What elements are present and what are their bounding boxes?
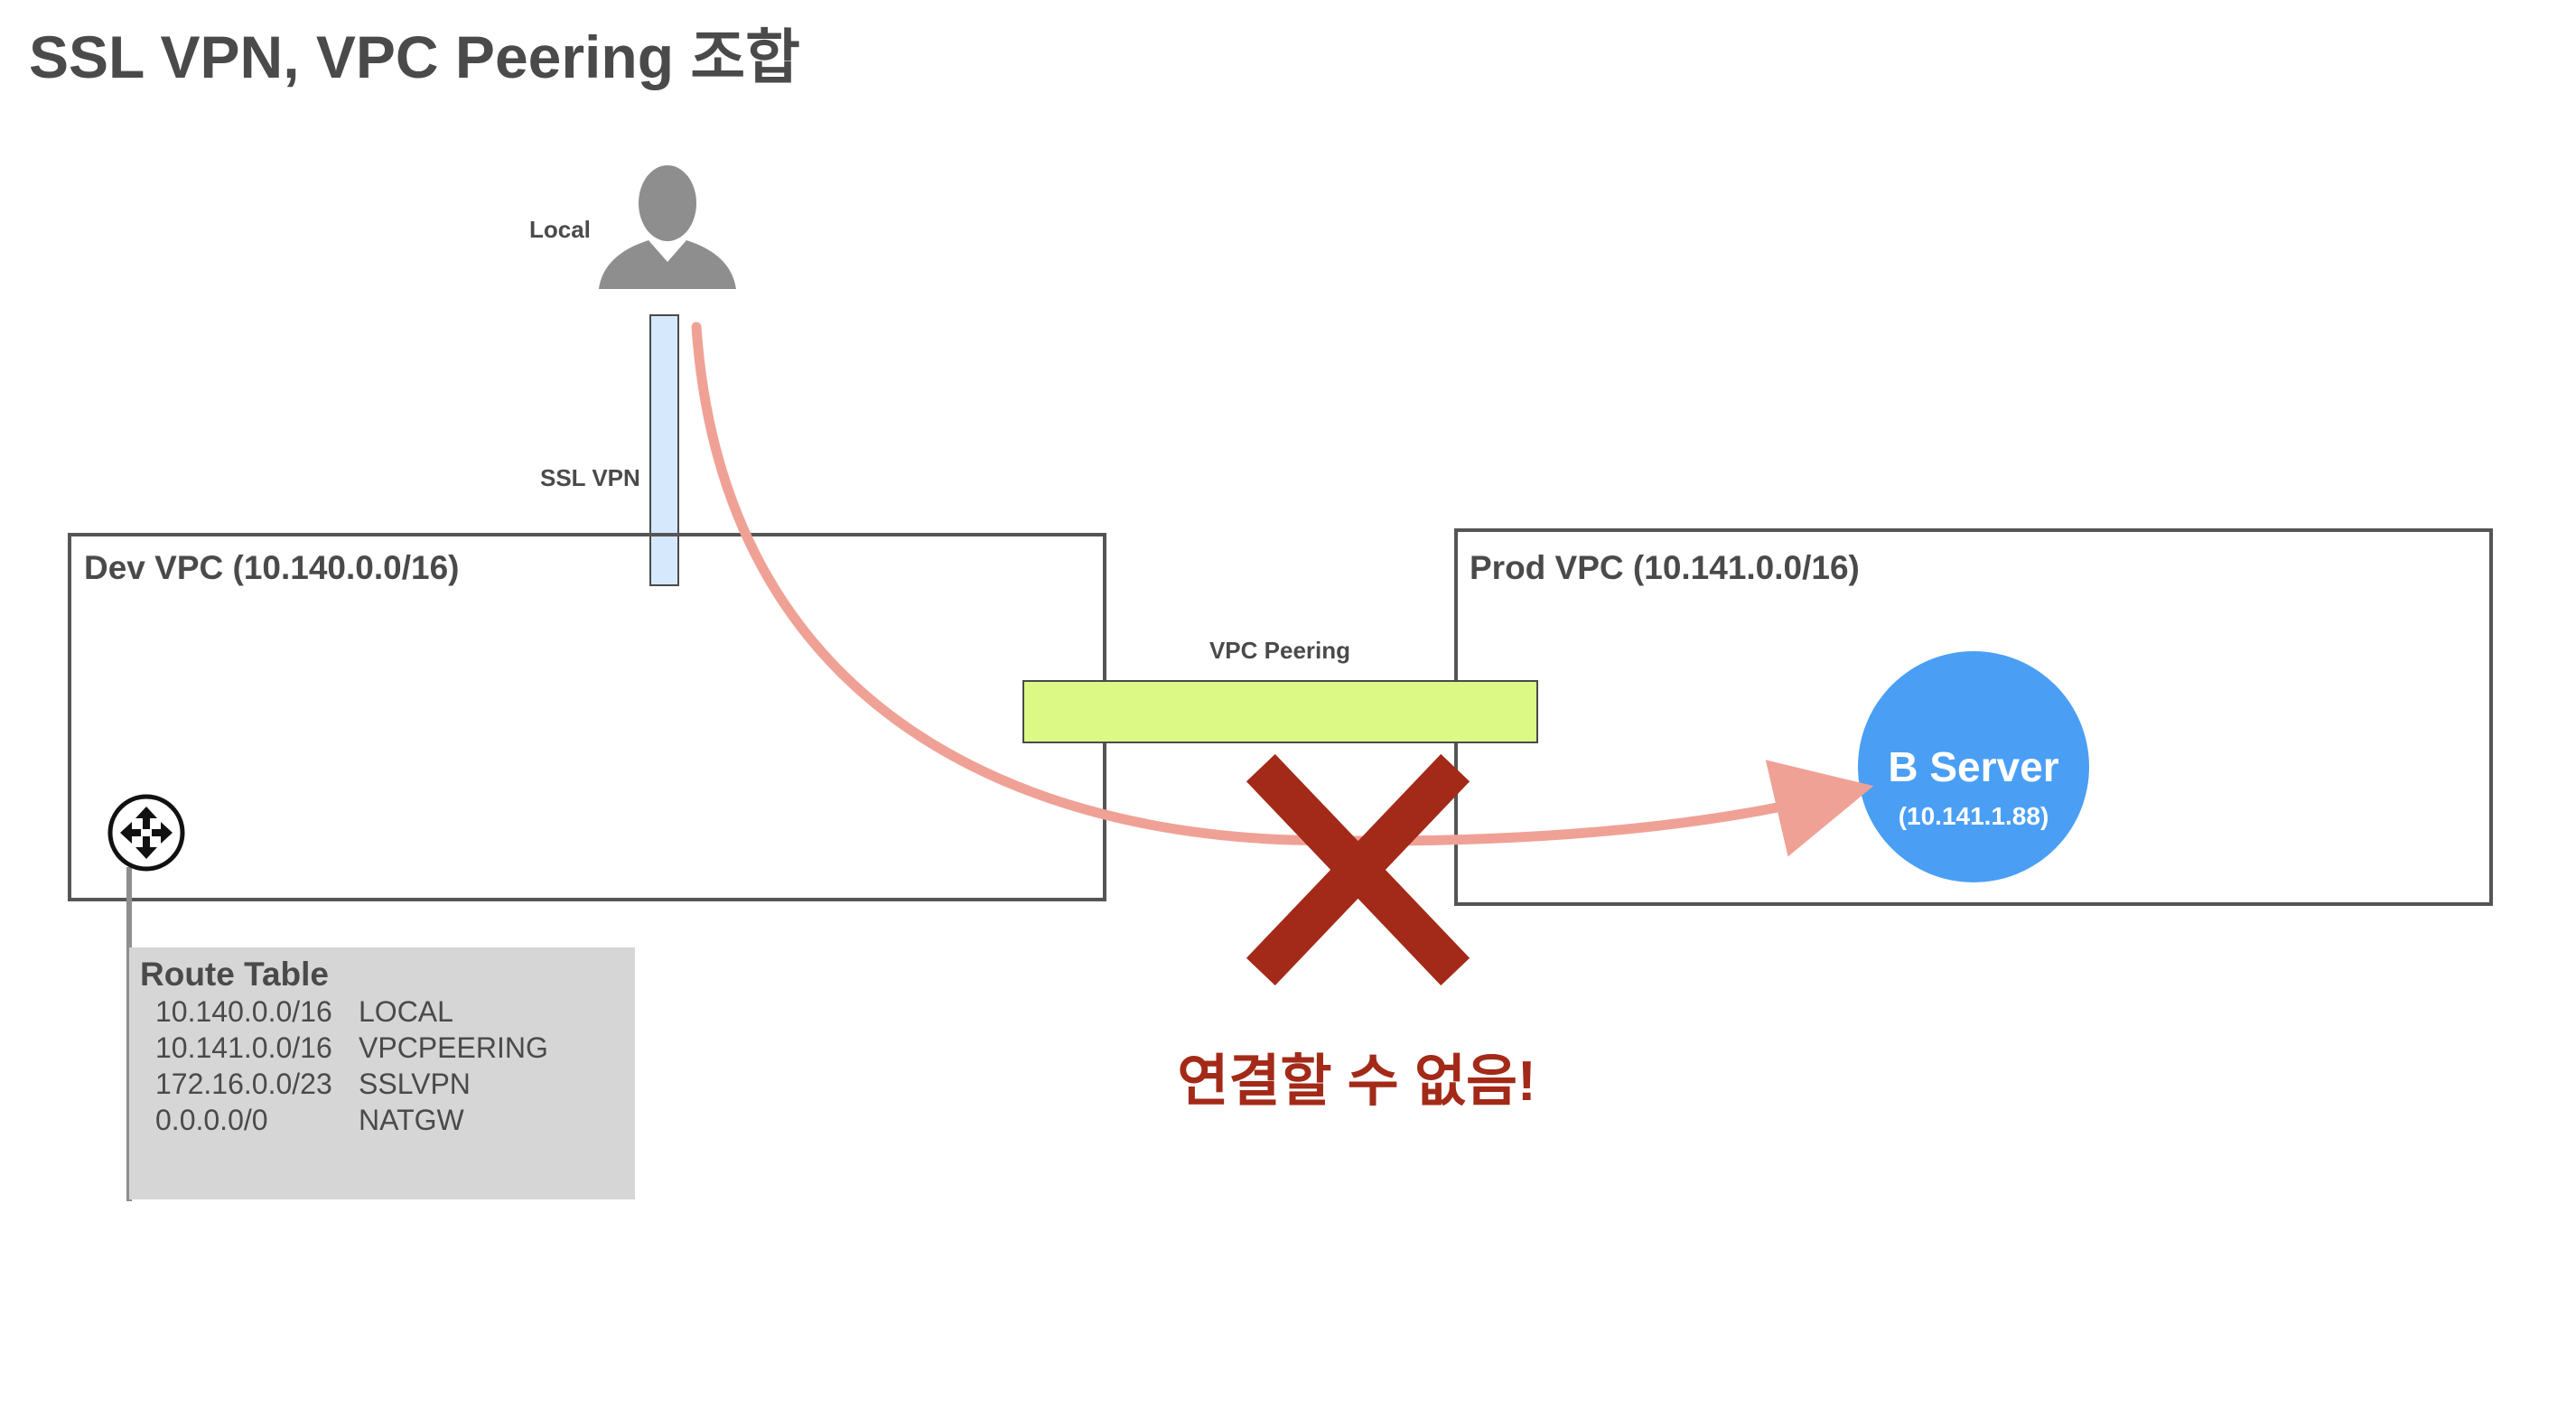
diagram-title: SSL VPN, VPC Peering 조합	[29, 23, 800, 90]
flow-arrow	[691, 322, 1874, 857]
vpc-peering-label: VPC Peering	[1209, 637, 1350, 664]
user-silhouette-icon	[599, 165, 736, 289]
b-server-ip: (10.141.1.88)	[1899, 802, 2049, 830]
prod-vpc-label: Prod VPC (10.141.0.0/16)	[1470, 549, 1860, 586]
x-cross-icon	[1246, 753, 1470, 986]
local-label: Local	[529, 216, 591, 243]
route-target-2: VPCPEERING	[359, 1031, 548, 1064]
route-cidr-3: 172.16.0.0/23	[155, 1068, 332, 1100]
route-target-3: SSLVPN	[359, 1068, 471, 1100]
dev-vpc-box	[68, 533, 1106, 901]
dev-vpc-label: Dev VPC (10.140.0.0/16)	[84, 549, 459, 586]
b-server-node	[1858, 651, 2089, 882]
router-icon	[107, 794, 185, 872]
blocked-message: 연결할 수 없음!	[1177, 1050, 1535, 1113]
route-table-title: Route Table	[140, 956, 329, 993]
ssl-vpn-tunnel	[649, 314, 679, 586]
route-table-panel	[129, 947, 635, 1199]
route-target-1: LOCAL	[359, 995, 453, 1028]
route-cidr-2: 10.141.0.0/16	[155, 1031, 332, 1064]
route-table-rows: 10.140.0.0/16 LOCAL 10.141.0.0/16 VPCPEE…	[155, 995, 548, 1136]
route-cidr-1: 10.140.0.0/16	[155, 995, 332, 1028]
route-target-4: NATGW	[359, 1104, 465, 1136]
ssl-vpn-label: SSL VPN	[540, 464, 640, 491]
b-server-name: B Server	[1888, 743, 2058, 790]
route-cidr-4: 0.0.0.0/0	[155, 1104, 268, 1136]
vpc-peering-connection	[1022, 680, 1538, 743]
